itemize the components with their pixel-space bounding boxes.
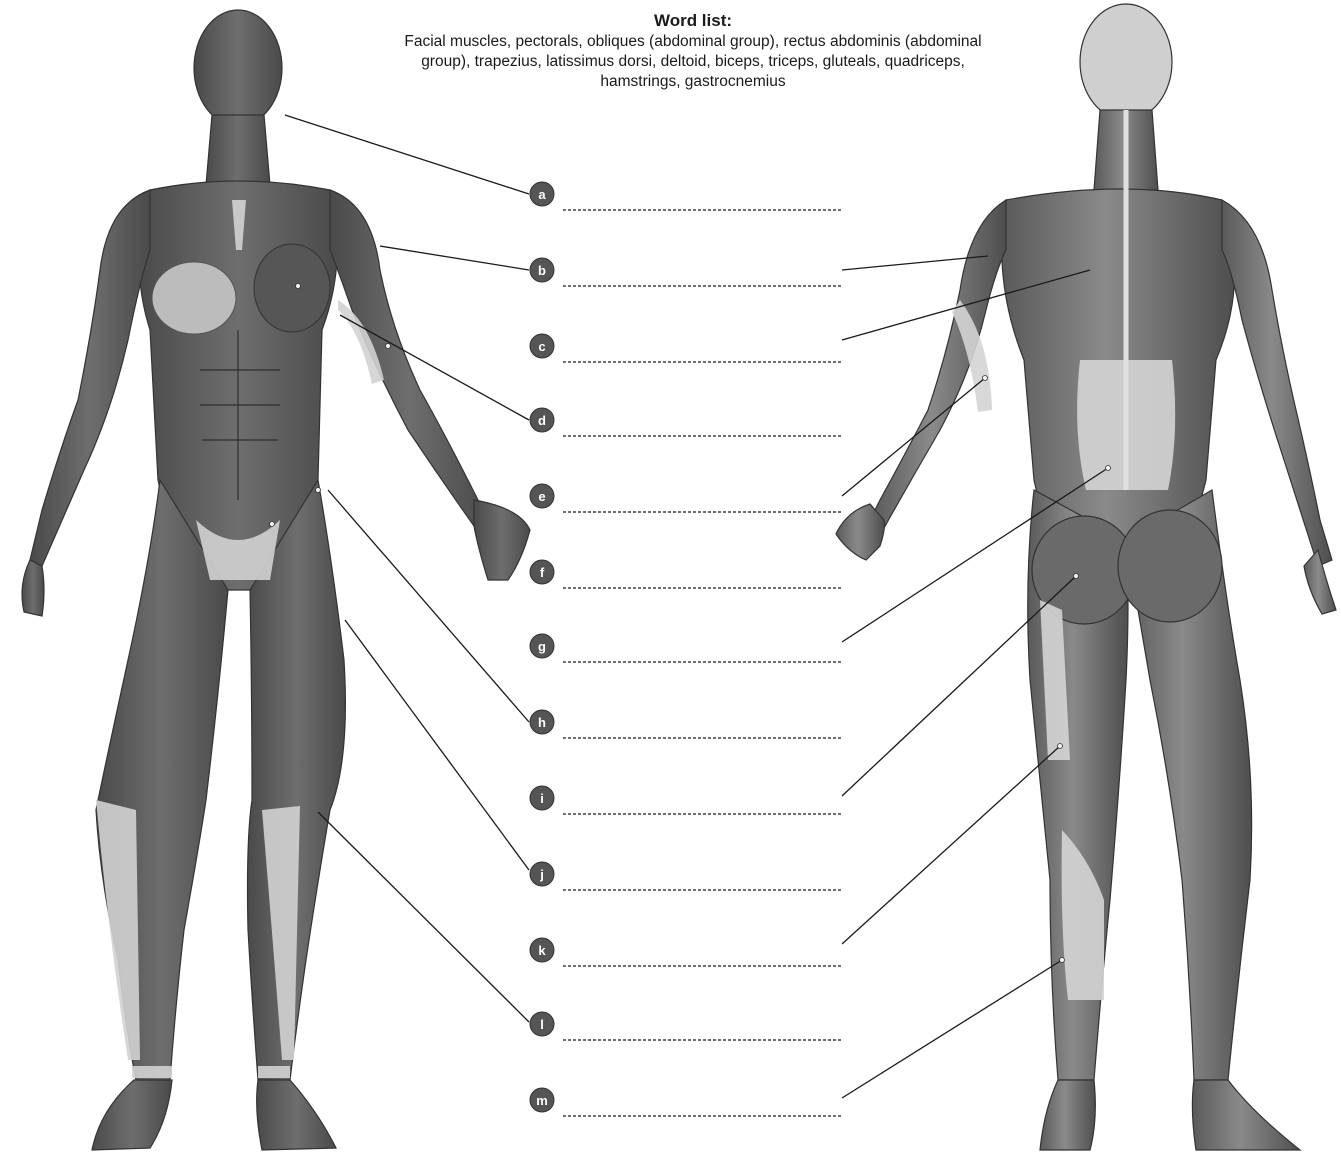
letter-label-f: f	[540, 565, 545, 580]
letter-label-l: l	[540, 1017, 544, 1032]
leader-line-l	[318, 812, 529, 1022]
letter-label-a: a	[538, 187, 546, 202]
blank-row-c: c	[530, 334, 842, 362]
letter-label-e: e	[538, 489, 545, 504]
answer-blanks: a b c d e f g	[530, 182, 842, 1116]
letter-label-g: g	[538, 639, 546, 654]
leader-line-b-front	[380, 246, 529, 270]
leader-line-k	[842, 746, 1060, 944]
leader-line-a	[285, 115, 529, 194]
blank-row-d: d	[530, 408, 842, 436]
blank-row-m: m	[530, 1088, 842, 1116]
back-figure	[836, 4, 1336, 1150]
blank-row-j: j	[530, 862, 842, 890]
letter-label-c: c	[538, 339, 545, 354]
leader-line-j	[345, 620, 529, 870]
letter-label-d: d	[538, 413, 546, 428]
letter-label-b: b	[538, 263, 546, 278]
letter-label-i: i	[540, 791, 544, 806]
blank-row-f: f	[530, 560, 842, 588]
blank-row-b: b	[530, 258, 842, 286]
blank-row-a: a	[530, 182, 842, 210]
letter-label-h: h	[538, 715, 546, 730]
leader-line-m	[842, 960, 1062, 1098]
front-pectoral	[254, 244, 330, 332]
front-breast-detail	[152, 262, 236, 334]
blank-row-e: e	[530, 484, 842, 512]
leader-line-e	[842, 378, 985, 496]
letter-label-k: k	[538, 943, 546, 958]
letter-label-j: j	[539, 867, 544, 882]
blank-row-k: k	[530, 938, 842, 966]
blank-row-i: i	[530, 786, 842, 814]
blank-row-g: g	[530, 634, 842, 662]
blank-row-h: h	[530, 710, 842, 738]
front-figure	[22, 10, 530, 1150]
blank-row-l: l	[530, 1012, 842, 1040]
letter-label-m: m	[536, 1093, 548, 1108]
